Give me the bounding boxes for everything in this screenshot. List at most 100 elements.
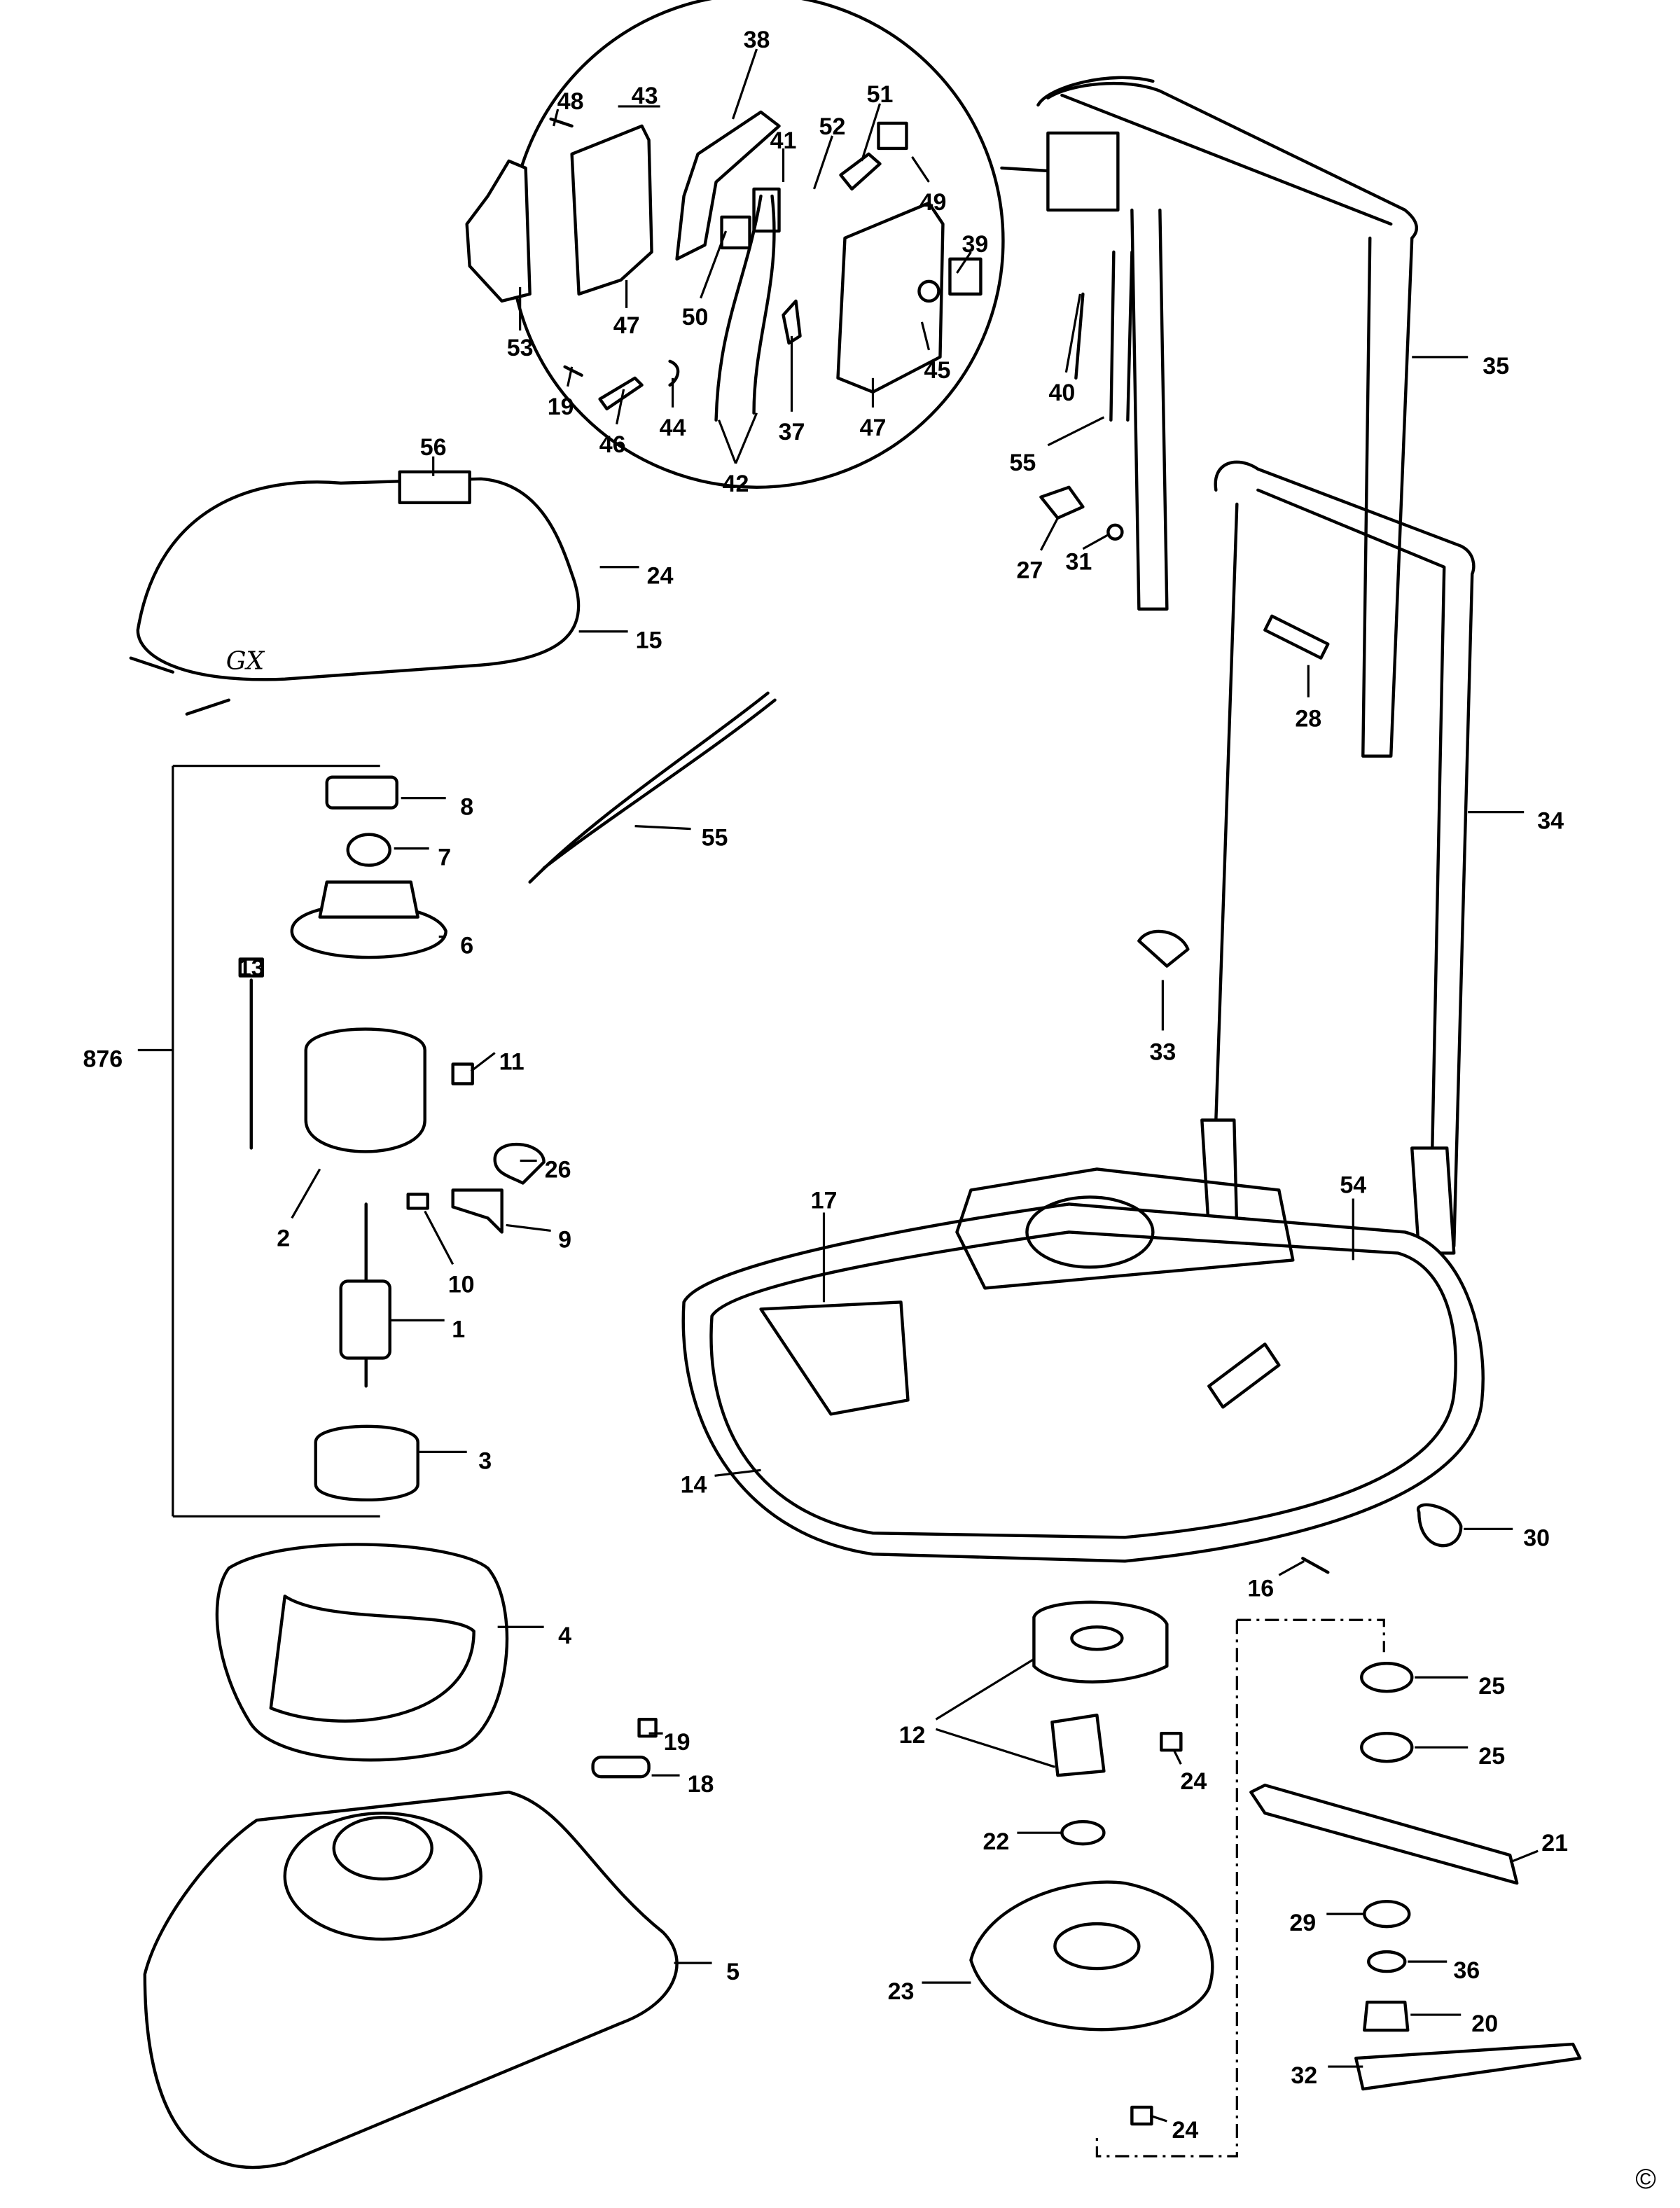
leader-line-12: [935, 1658, 1035, 1721]
leader-line-48: [553, 109, 560, 127]
part-callout-33: 33: [1149, 1039, 1176, 1066]
switch-assembly-inset: [465, 0, 1050, 489]
leader-line-55: [634, 825, 691, 831]
part-callout-14: 14: [681, 1471, 707, 1498]
leader-line-46: [616, 389, 625, 425]
leader-line-16: [1278, 1560, 1305, 1576]
part-callout-876: 876: [83, 1046, 123, 1073]
part-callout-12: 12: [899, 1722, 926, 1749]
leader-line-31: [1082, 534, 1109, 550]
leader-line-51: [860, 103, 882, 162]
leader-line-55: [1047, 416, 1105, 447]
leader-line-38: [732, 48, 758, 120]
part-callout-3: 3: [478, 1447, 492, 1474]
part-callout-30: 30: [1523, 1525, 1550, 1551]
part-callout-5: 5: [726, 1959, 740, 1985]
leader-line-52: [812, 135, 834, 190]
part-callout-15: 15: [636, 627, 662, 654]
part-callout-44: 44: [660, 415, 686, 441]
part-callout-18: 18: [688, 1771, 714, 1798]
part-callout-51: 51: [867, 81, 894, 108]
part-callout-13: 13: [238, 955, 265, 982]
power-cable: [528, 691, 777, 884]
part-callout-38: 38: [744, 27, 770, 53]
part-callout-24: 24: [1180, 1768, 1207, 1795]
part-callout-28: 28: [1295, 706, 1321, 732]
hood-marking-text: GX: [226, 647, 265, 676]
part-callout-45: 45: [924, 357, 951, 384]
part-callout-47: 47: [860, 415, 887, 441]
blade-assembly: [969, 1600, 1582, 2158]
leader-line-2: [291, 1168, 321, 1219]
leader-line-21: [1509, 1849, 1539, 1863]
part-callout-24: 24: [647, 563, 674, 590]
part-callout-52: 52: [819, 113, 846, 140]
part-callout-31: 31: [1065, 549, 1092, 576]
part-callout-27: 27: [1017, 557, 1043, 584]
part-callout-6: 6: [460, 933, 473, 959]
leader-line-9: [506, 1223, 551, 1233]
part-callout-50: 50: [682, 304, 709, 331]
part-callout-25: 25: [1478, 1673, 1505, 1700]
part-callout-21: 21: [1541, 1830, 1568, 1856]
part-callout-29: 29: [1289, 1910, 1316, 1936]
part-callout-20: 20: [1471, 2011, 1498, 2037]
mower-deck: [681, 1167, 1485, 1574]
leader-line-27: [1039, 518, 1059, 551]
foam-ring: [215, 1543, 509, 1762]
part-callout-19: 19: [664, 1729, 690, 1756]
part-callout-39: 39: [962, 231, 989, 258]
part-callout-40: 40: [1049, 380, 1076, 406]
part-callout-43: 43: [632, 83, 658, 109]
leader-line-19: [567, 366, 574, 387]
leader-line-11: [470, 1052, 496, 1072]
part-callout-48: 48: [557, 88, 584, 115]
part-callout-32: 32: [1291, 2062, 1317, 2089]
part-callout-16: 16: [1247, 1575, 1274, 1602]
part-callout-19: 19: [548, 394, 574, 420]
leader-line-24: [1172, 1749, 1182, 1765]
part-callout-17: 17: [811, 1187, 838, 1214]
part-callout-11: 11: [499, 1049, 525, 1076]
copyright-symbol: ©: [1635, 2164, 1655, 2195]
part-callout-55: 55: [702, 825, 728, 852]
part-callout-4: 4: [558, 1623, 571, 1649]
leader-line-50: [700, 230, 728, 299]
part-callout-42: 42: [723, 471, 749, 497]
part-callout-22: 22: [983, 1828, 1010, 1855]
part-callout-49: 49: [920, 189, 947, 216]
leader-line-49: [911, 156, 930, 183]
part-callout-25: 25: [1478, 1743, 1505, 1770]
part-callout-53: 53: [507, 335, 534, 361]
leader-line-39: [956, 251, 972, 274]
part-callout-2: 2: [277, 1225, 290, 1251]
leader-line-45: [920, 321, 931, 351]
part-callout-41: 41: [770, 127, 797, 154]
leader-line-10: [424, 1210, 454, 1265]
part-callout-9: 9: [558, 1226, 571, 1253]
part-callout-46: 46: [599, 431, 626, 458]
part-callout-8: 8: [460, 794, 473, 821]
leader-line-42: [718, 419, 737, 464]
part-callout-23: 23: [888, 1978, 915, 2005]
part-callout-26: 26: [545, 1156, 571, 1183]
part-callout-47: 47: [613, 312, 640, 339]
leader-line-40: [1064, 293, 1081, 373]
motor-assembly: [172, 765, 546, 1518]
part-callout-36: 36: [1453, 1957, 1480, 1984]
part-callout-56: 56: [420, 434, 447, 461]
motor-cover: GX: [129, 470, 581, 716]
leader-line-14: [714, 1468, 761, 1477]
leader-line-24: [1149, 2114, 1167, 2123]
leader-line-42: [735, 412, 758, 464]
part-callout-54: 54: [1340, 1172, 1366, 1198]
fan-housing: [143, 1790, 679, 2169]
leader-line-12: [935, 1728, 1055, 1768]
part-callout-34: 34: [1537, 808, 1564, 835]
part-callout-55: 55: [1010, 450, 1036, 476]
part-callout-1: 1: [452, 1316, 465, 1342]
part-callout-37: 37: [779, 419, 805, 445]
part-callout-35: 35: [1483, 353, 1509, 380]
part-callout-7: 7: [438, 845, 451, 871]
